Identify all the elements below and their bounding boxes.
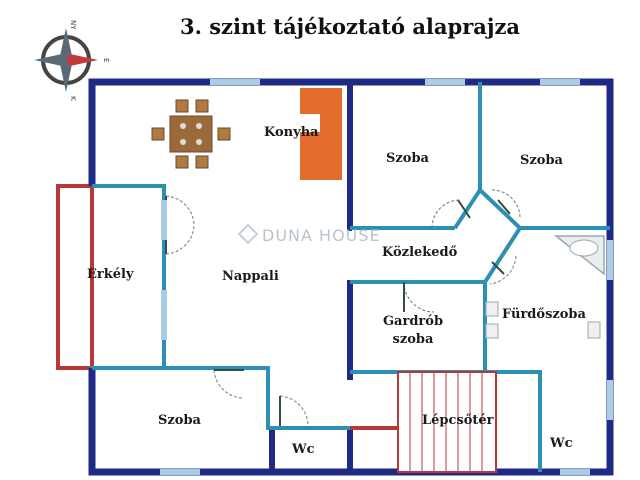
room-label-gardrob-line1: Gardrób (382, 314, 444, 329)
compass-east-label: É (102, 58, 111, 62)
room-label-erkely: Erkély (87, 267, 134, 282)
compass-north-label: NY (69, 20, 77, 30)
bathtub-icon (553, 235, 605, 276)
compass-rose-icon: NY É K (34, 20, 111, 101)
room-label-wc-right: Wc (550, 436, 573, 451)
dining-table-icon (151, 99, 231, 169)
duna-house-logo-icon (238, 224, 258, 244)
room-label-szoba-bottom: Szoba (158, 413, 201, 428)
windows (160, 79, 613, 475)
room-label-nappali: Nappali (222, 269, 279, 284)
compass-south-label: K (69, 96, 77, 101)
watermark: DUNA HOUSE (262, 226, 381, 245)
sink-icon (485, 301, 499, 339)
floor-plan-title: 3. szint tájékoztató alaprajza (180, 14, 520, 39)
balcony-outline (56, 184, 94, 370)
toilet-icon (587, 321, 601, 339)
room-label-gardrob: Gardrób szoba (380, 313, 446, 348)
room-label-szoba-top-right: Szoba (520, 153, 563, 168)
balcony-doors (161, 200, 167, 340)
room-label-gardrob-line2: szoba (392, 331, 434, 347)
door-swings (165, 189, 521, 427)
room-label-konyha: Konyha (264, 125, 319, 140)
room-label-szoba-top-left: Szoba (386, 151, 429, 166)
room-label-lepcsoter: Lépcsőtér (422, 413, 494, 428)
kitchen-counter (300, 88, 342, 180)
room-label-kozlekedo: Közlekedő (382, 245, 458, 260)
room-label-wc-left: Wc (292, 442, 315, 457)
room-label-furdoszoba: Fürdőszoba (502, 307, 586, 322)
staircase (397, 371, 497, 473)
